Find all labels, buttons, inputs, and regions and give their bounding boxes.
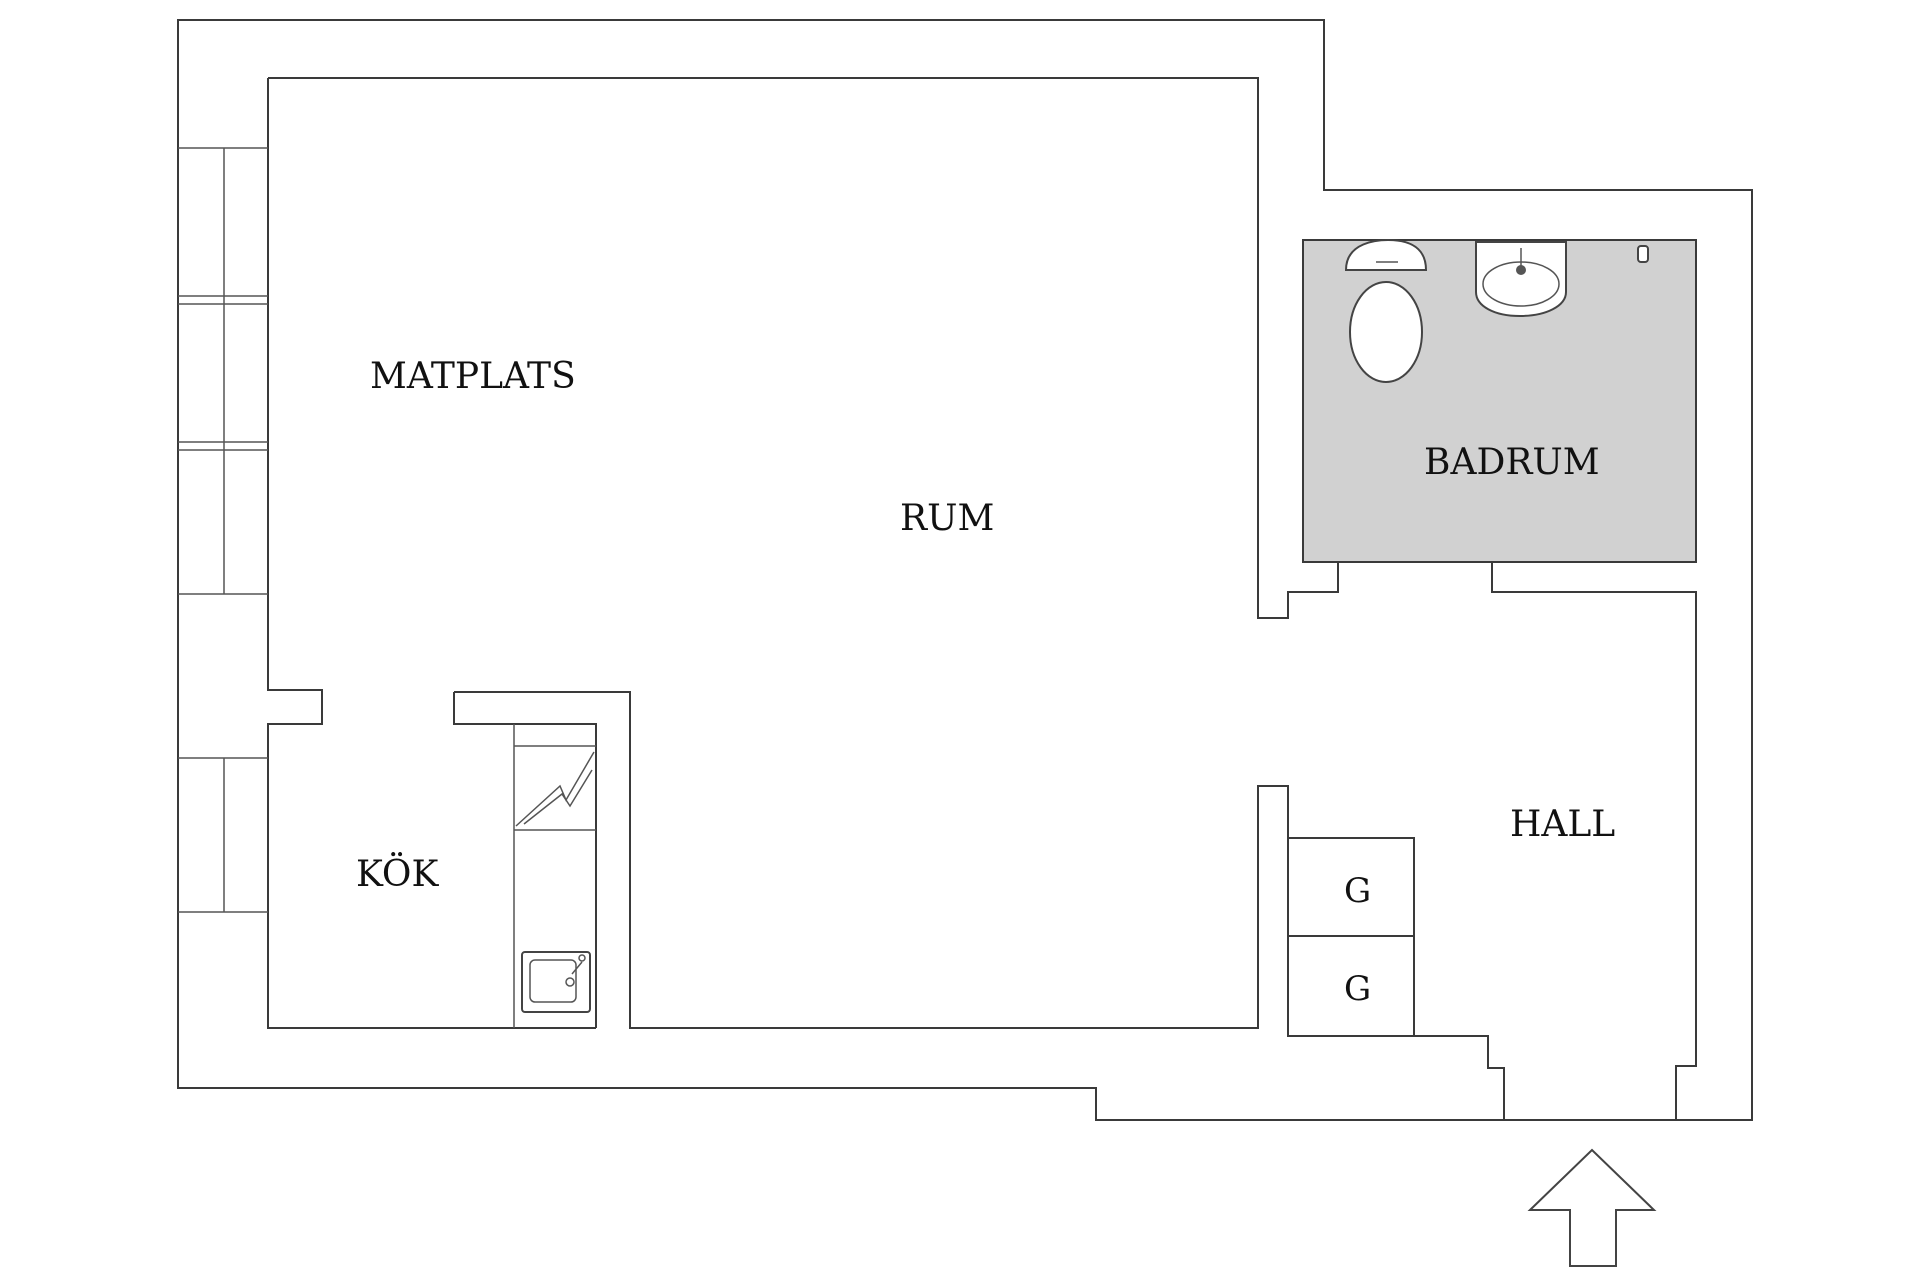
room-label-hall: HALL — [1510, 804, 1615, 845]
kitchen-counter — [513, 724, 596, 1028]
outer-wall — [177, 19, 1753, 1121]
kitchen-partition — [454, 691, 1289, 1036]
room-label-matplats: MATPLATS — [370, 356, 576, 397]
toilet-icon — [1344, 238, 1428, 383]
room-label-kok: KÖK — [356, 853, 439, 895]
kitchen-sink-icon — [521, 951, 591, 1013]
stove-icon — [515, 751, 595, 827]
faucet-icon — [1516, 265, 1526, 275]
windows — [178, 147, 268, 913]
bathroom-door-wall — [1491, 562, 1697, 1120]
inner-wall-main — [268, 77, 1339, 619]
room-label-badrum: BADRUM — [1424, 442, 1600, 483]
entrance-arrow-icon — [1527, 1148, 1657, 1267]
wardrobe-label-upper: G — [1344, 871, 1371, 911]
room-label-rum: RUM — [900, 498, 994, 539]
inner-wall-west — [267, 78, 596, 1029]
wall-fixture-icon — [1637, 245, 1649, 263]
hall-step-wall — [1288, 1035, 1505, 1120]
wardrobe-lower — [1287, 935, 1415, 1037]
wardrobe-label-lower: G — [1344, 969, 1371, 1009]
washbasin-icon — [1475, 241, 1567, 318]
kitchen-partition-inner — [453, 692, 597, 1028]
